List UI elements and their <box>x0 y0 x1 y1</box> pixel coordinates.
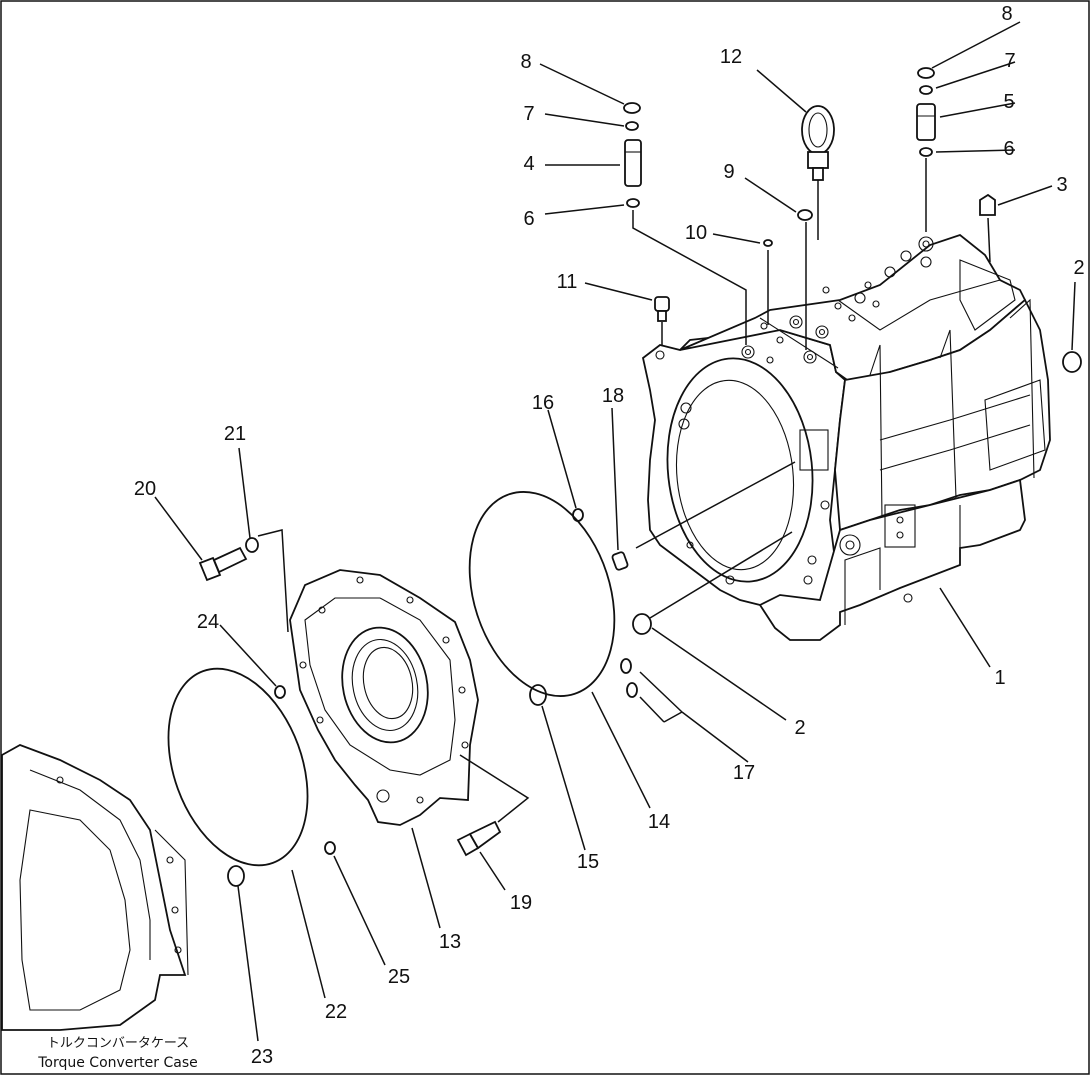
torque-converter-case <box>1 744 189 1031</box>
leader-lines <box>154 21 1076 1042</box>
callout-21: 21 <box>224 423 246 445</box>
callout-17: 17 <box>733 762 755 784</box>
callout-2: 2 <box>1073 257 1084 279</box>
callout-14: 14 <box>648 811 670 833</box>
callout-9: 9 <box>723 161 734 183</box>
callout-6: 6 <box>523 208 534 230</box>
callout-23: 23 <box>251 1046 273 1068</box>
callout-8: 8 <box>520 51 531 73</box>
callout-16: 16 <box>532 392 554 414</box>
callout-2: 2 <box>794 717 805 739</box>
caption-english: Torque Converter Case <box>37 1055 198 1071</box>
small-parts <box>198 67 1082 887</box>
callout-12: 12 <box>720 46 742 68</box>
callout-1: 1 <box>994 667 1005 689</box>
callout-18: 18 <box>602 385 624 407</box>
transmission-case <box>641 233 1051 641</box>
callout-13: 13 <box>439 931 461 953</box>
callout-3: 3 <box>1056 174 1067 196</box>
o-ring-14 <box>468 491 616 697</box>
o-ring-22 <box>167 667 309 867</box>
callout-7: 7 <box>1004 50 1015 72</box>
cover-plate <box>289 569 479 826</box>
callout-19: 19 <box>510 892 532 914</box>
callout-4: 4 <box>523 153 534 175</box>
callout-labels: 1 2 2 3 4 5 6 6 7 7 8 8 9 10 11 12 13 14… <box>134 3 1085 1068</box>
callout-22: 22 <box>325 1001 347 1023</box>
callout-8: 8 <box>1001 3 1012 25</box>
callout-6: 6 <box>1003 138 1014 160</box>
callout-10: 10 <box>685 222 707 244</box>
callout-11: 11 <box>557 271 578 293</box>
callout-7: 7 <box>523 103 534 125</box>
callout-5: 5 <box>1003 91 1014 113</box>
callout-15: 15 <box>577 851 599 873</box>
callout-20: 20 <box>134 478 156 500</box>
callout-25: 25 <box>388 966 410 988</box>
caption-japanese: トルクコンバータケース <box>47 1036 189 1051</box>
callout-24: 24 <box>197 611 219 633</box>
